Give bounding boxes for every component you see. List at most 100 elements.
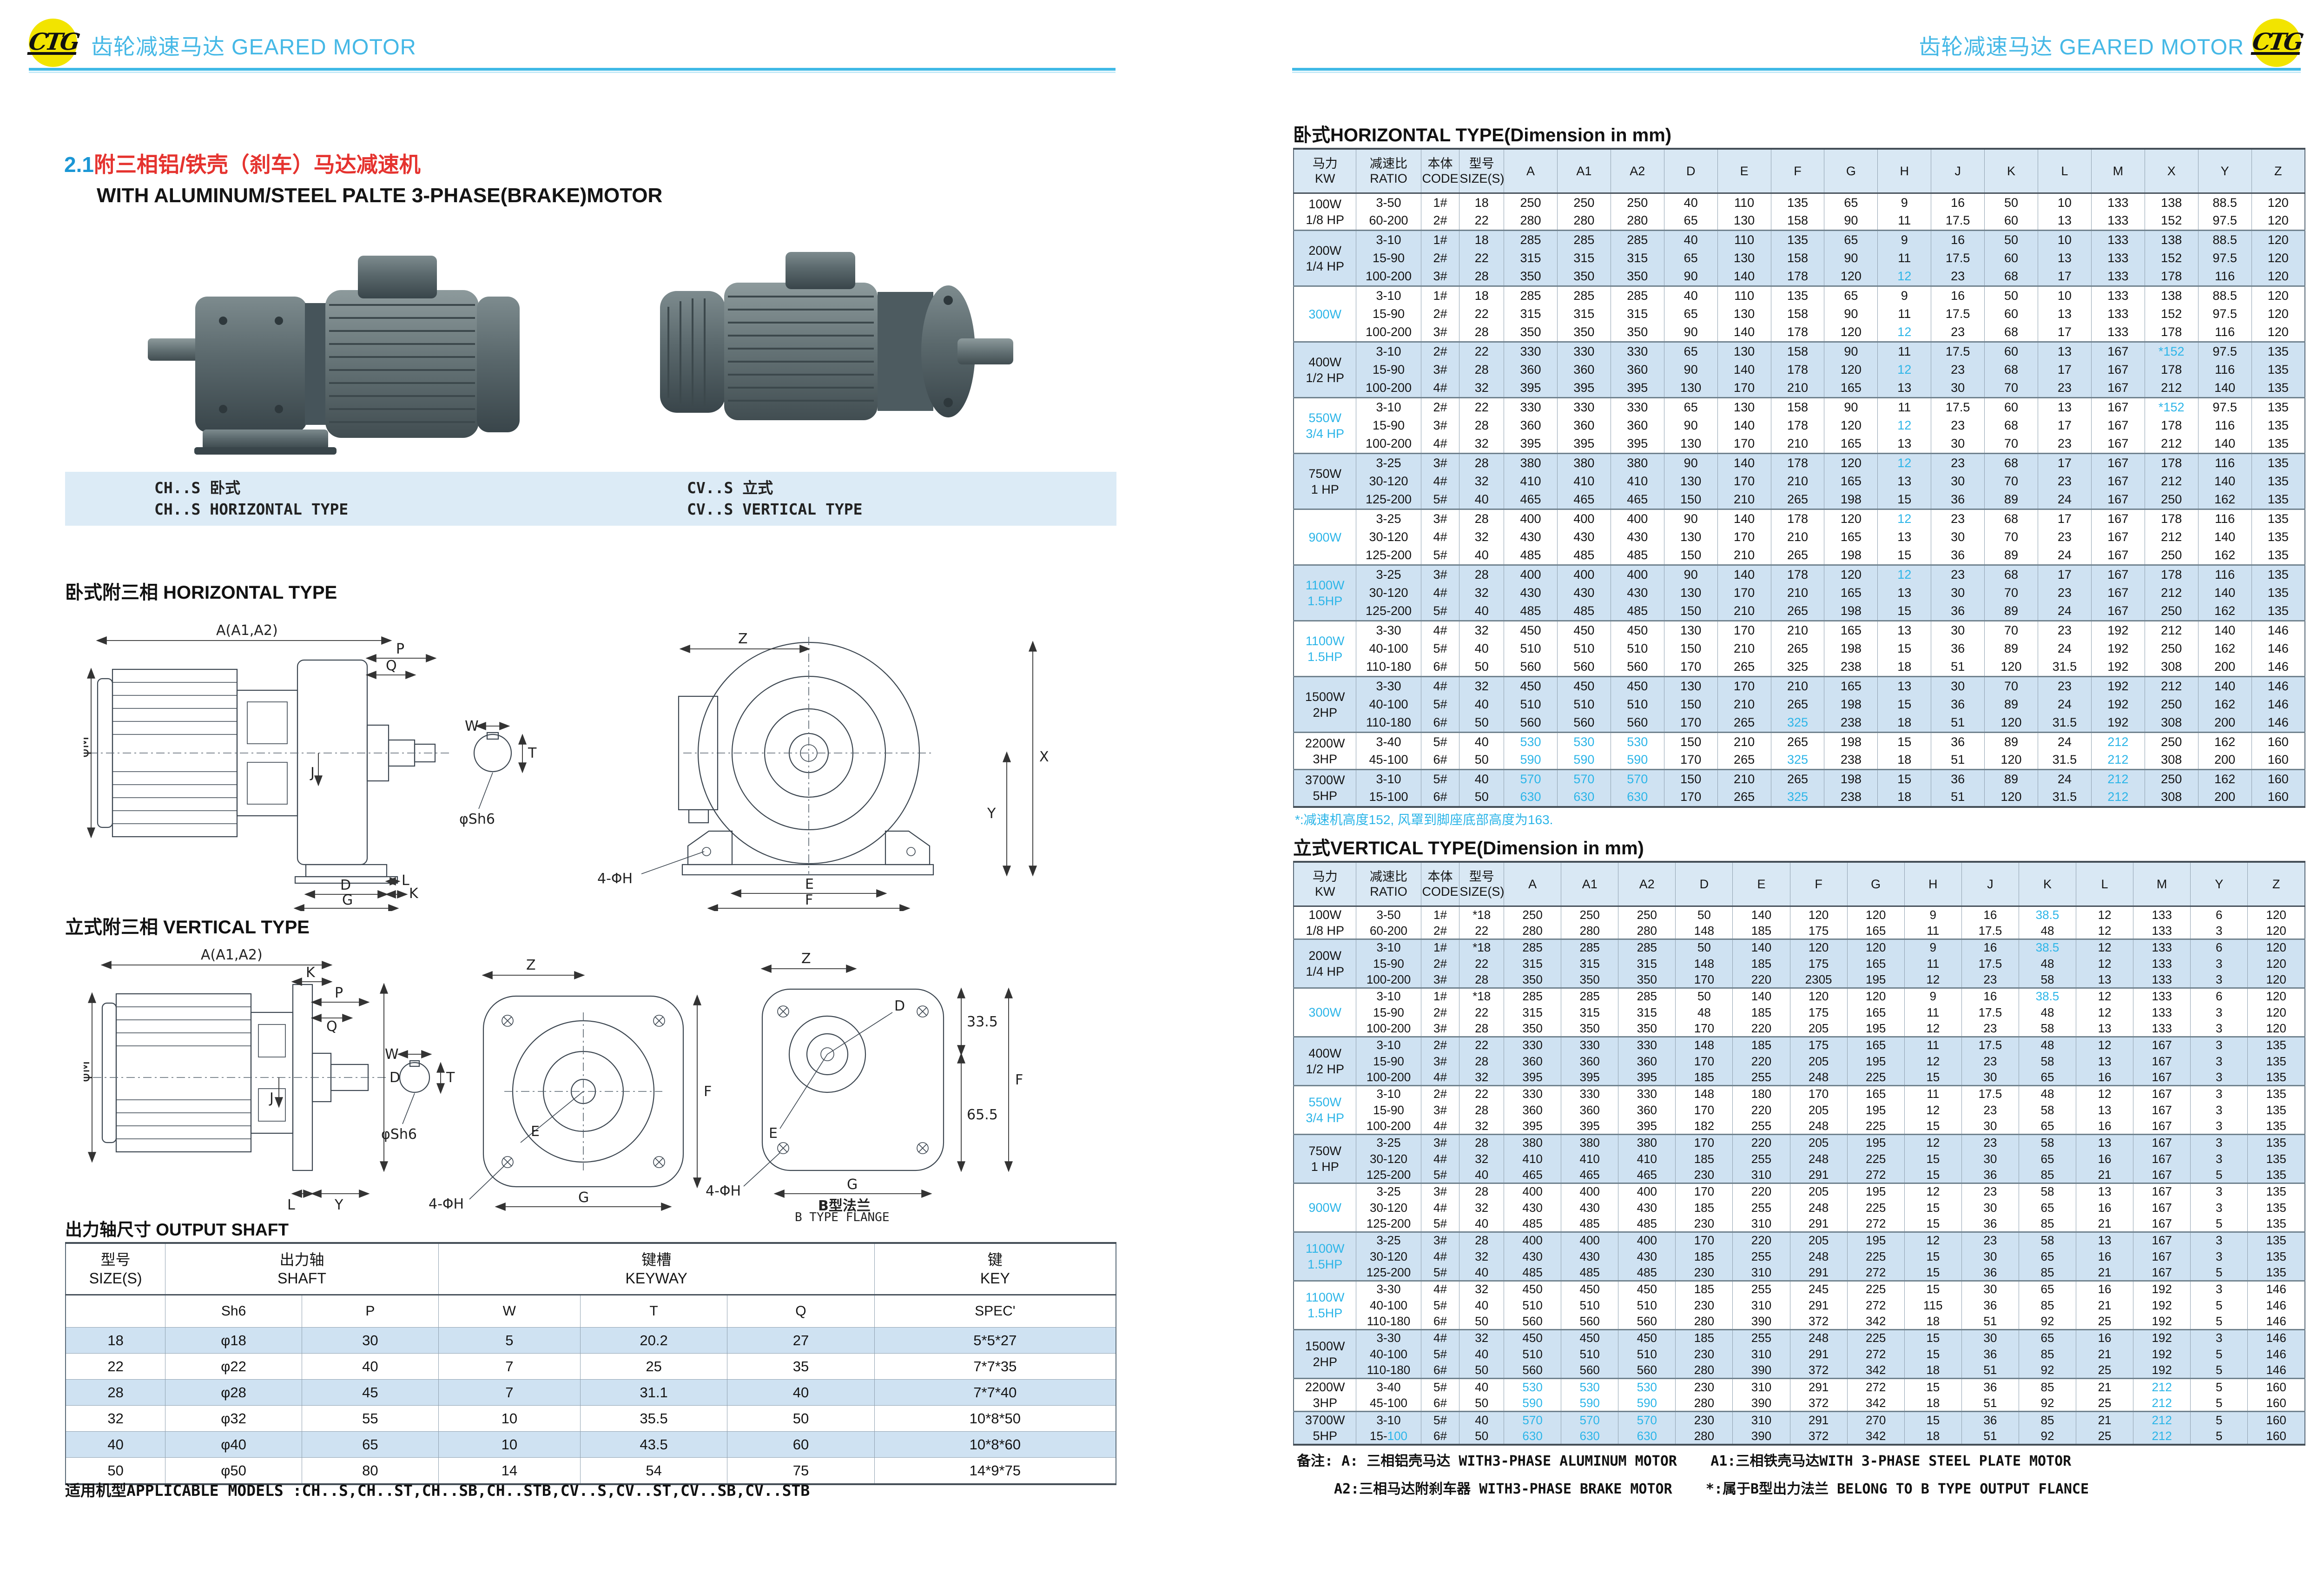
svg-text:φSh6: φSh6 xyxy=(459,811,495,827)
svg-text:D: D xyxy=(340,877,351,893)
svg-text:F: F xyxy=(1015,1072,1023,1088)
svg-text:G: G xyxy=(342,892,353,908)
svg-text:X: X xyxy=(1039,749,1049,765)
svg-text:Y: Y xyxy=(987,806,996,822)
brand-logo: CTG xyxy=(27,19,79,67)
svg-text:4-ΦH: 4-ΦH xyxy=(706,1183,741,1199)
ctg-logo-icon: CTG xyxy=(27,19,79,67)
type-caption-band: CH..S 卧式 CH..S HORIZONTAL TYPE CV..S 立式 … xyxy=(65,472,1116,526)
svg-text:A(A1,A2): A(A1,A2) xyxy=(201,947,263,963)
svg-text:J: J xyxy=(269,1090,274,1106)
svg-text:F: F xyxy=(805,892,813,908)
page-title-left: 齿轮减速马达 GEARED MOTOR xyxy=(91,34,416,59)
svg-text:T: T xyxy=(446,1070,455,1086)
heading-horizontal-type: 卧式附三相 HORIZONTAL TYPE xyxy=(65,582,337,603)
svg-text:φM: φM xyxy=(84,736,92,758)
section-title-en: WITH ALUMINUM/STEEL PALTE 3-PHASE(BRAKE)… xyxy=(97,184,663,207)
horizontal-table-title: 卧式HORIZONTAL TYPE(Dimension in mm) xyxy=(1293,125,1672,145)
svg-text:P: P xyxy=(335,985,343,1001)
svg-text:T: T xyxy=(528,745,537,761)
svg-text:φM: φM xyxy=(84,1061,93,1082)
svg-text:A(A1,A2): A(A1,A2) xyxy=(216,622,278,639)
svg-text:F: F xyxy=(704,1084,712,1100)
brand-logo-right: CTG xyxy=(2251,19,2303,67)
vertical-table-title: 立式VERTICAL TYPE(Dimension in mm) xyxy=(1293,838,1644,859)
horizontal-table-footnote: *:减速机高度152, 风罩到脚座底部高度为163. xyxy=(1295,813,1553,827)
diagram-horizontal-type: A(A1,A2) P Q φM J D K L G W T φSh6 Z X Y… xyxy=(84,622,1049,911)
svg-text:P: P xyxy=(396,641,404,657)
svg-text:D: D xyxy=(894,998,905,1014)
svg-text:4-ΦH: 4-ΦH xyxy=(597,871,633,887)
svg-text:L: L xyxy=(402,872,409,889)
svg-text:W: W xyxy=(465,718,479,734)
svg-text:Y: Y xyxy=(334,1197,343,1213)
svg-text:Z: Z xyxy=(801,951,811,967)
motor-photo-horizontal xyxy=(148,256,520,455)
svg-text:4-ΦH: 4-ΦH xyxy=(429,1196,464,1212)
power-cell: 900W xyxy=(1293,509,1357,565)
power-cell: 900W xyxy=(1293,1183,1357,1232)
svg-text:Q: Q xyxy=(326,1018,337,1035)
applicable-models: 适用机型APPLICABLE MODELS :CH..S,CH..ST,CH..… xyxy=(65,1481,810,1500)
svg-text:K: K xyxy=(306,965,316,981)
ctg-logo-icon: CTG xyxy=(2251,19,2303,67)
diagram-vertical-type: A(A1,A2) K P Q φM J D L Y W T φSh6 Z E F… xyxy=(84,947,1023,1222)
header-rule-left xyxy=(29,68,1116,73)
svg-text:G: G xyxy=(578,1190,589,1206)
svg-text:Z: Z xyxy=(526,957,536,973)
flange-label-en: B TYPE FLANGE xyxy=(795,1210,890,1222)
